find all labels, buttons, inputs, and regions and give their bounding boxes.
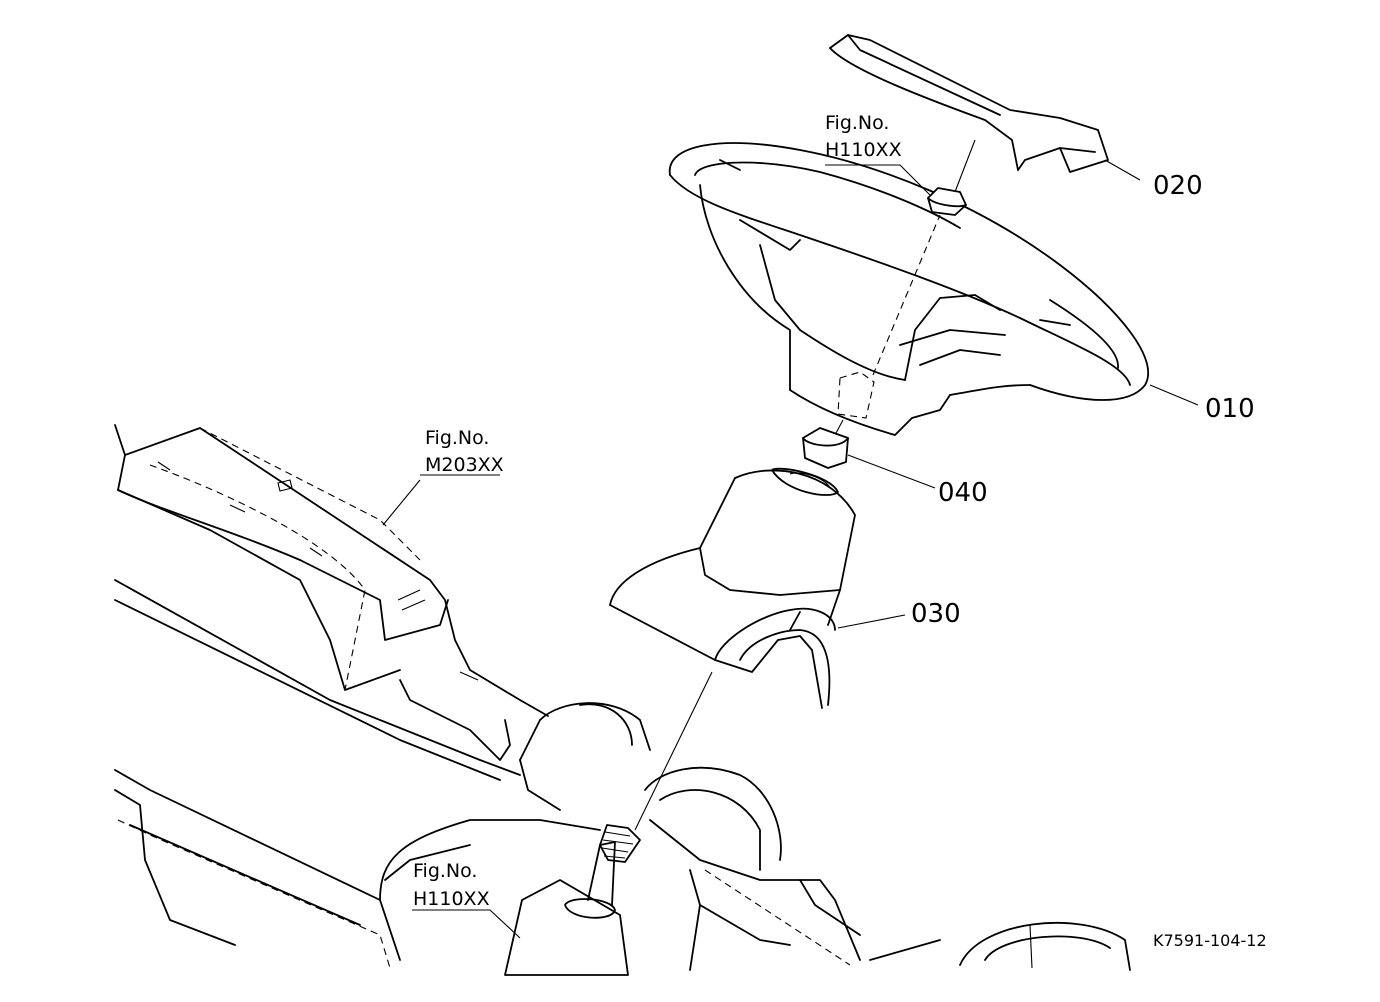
- reference-bottom-line1: Fig.No.: [413, 860, 477, 882]
- reference-dash-line2: M203XX: [425, 454, 504, 476]
- part-label-010: 010: [1205, 394, 1255, 424]
- steering-cover-020: [829, 34, 1109, 173]
- collar-040: [802, 427, 849, 469]
- part-label-030: 030: [911, 599, 961, 629]
- nut: [927, 187, 967, 216]
- dashboard-panel: [114, 424, 601, 969]
- drawing-code: K7591-104-12: [1153, 931, 1267, 950]
- part-label-020: 020: [1153, 171, 1203, 201]
- assembly-axis: [634, 139, 976, 831]
- column-housing: [519, 702, 1131, 971]
- leader-lines: [382, 159, 1199, 939]
- part-label-040: 040: [938, 478, 988, 508]
- reference-dash-line1: Fig.No.: [425, 427, 489, 449]
- reference-bottom-line2: H110XX: [413, 888, 490, 910]
- reference-top-line1: Fig.No.: [825, 112, 889, 134]
- column-cover-030: [609, 467, 856, 709]
- steering-column-shaft: [504, 824, 641, 976]
- reference-top-line2: H110XX: [825, 139, 902, 161]
- steering-wheel-010: [668, 142, 1150, 436]
